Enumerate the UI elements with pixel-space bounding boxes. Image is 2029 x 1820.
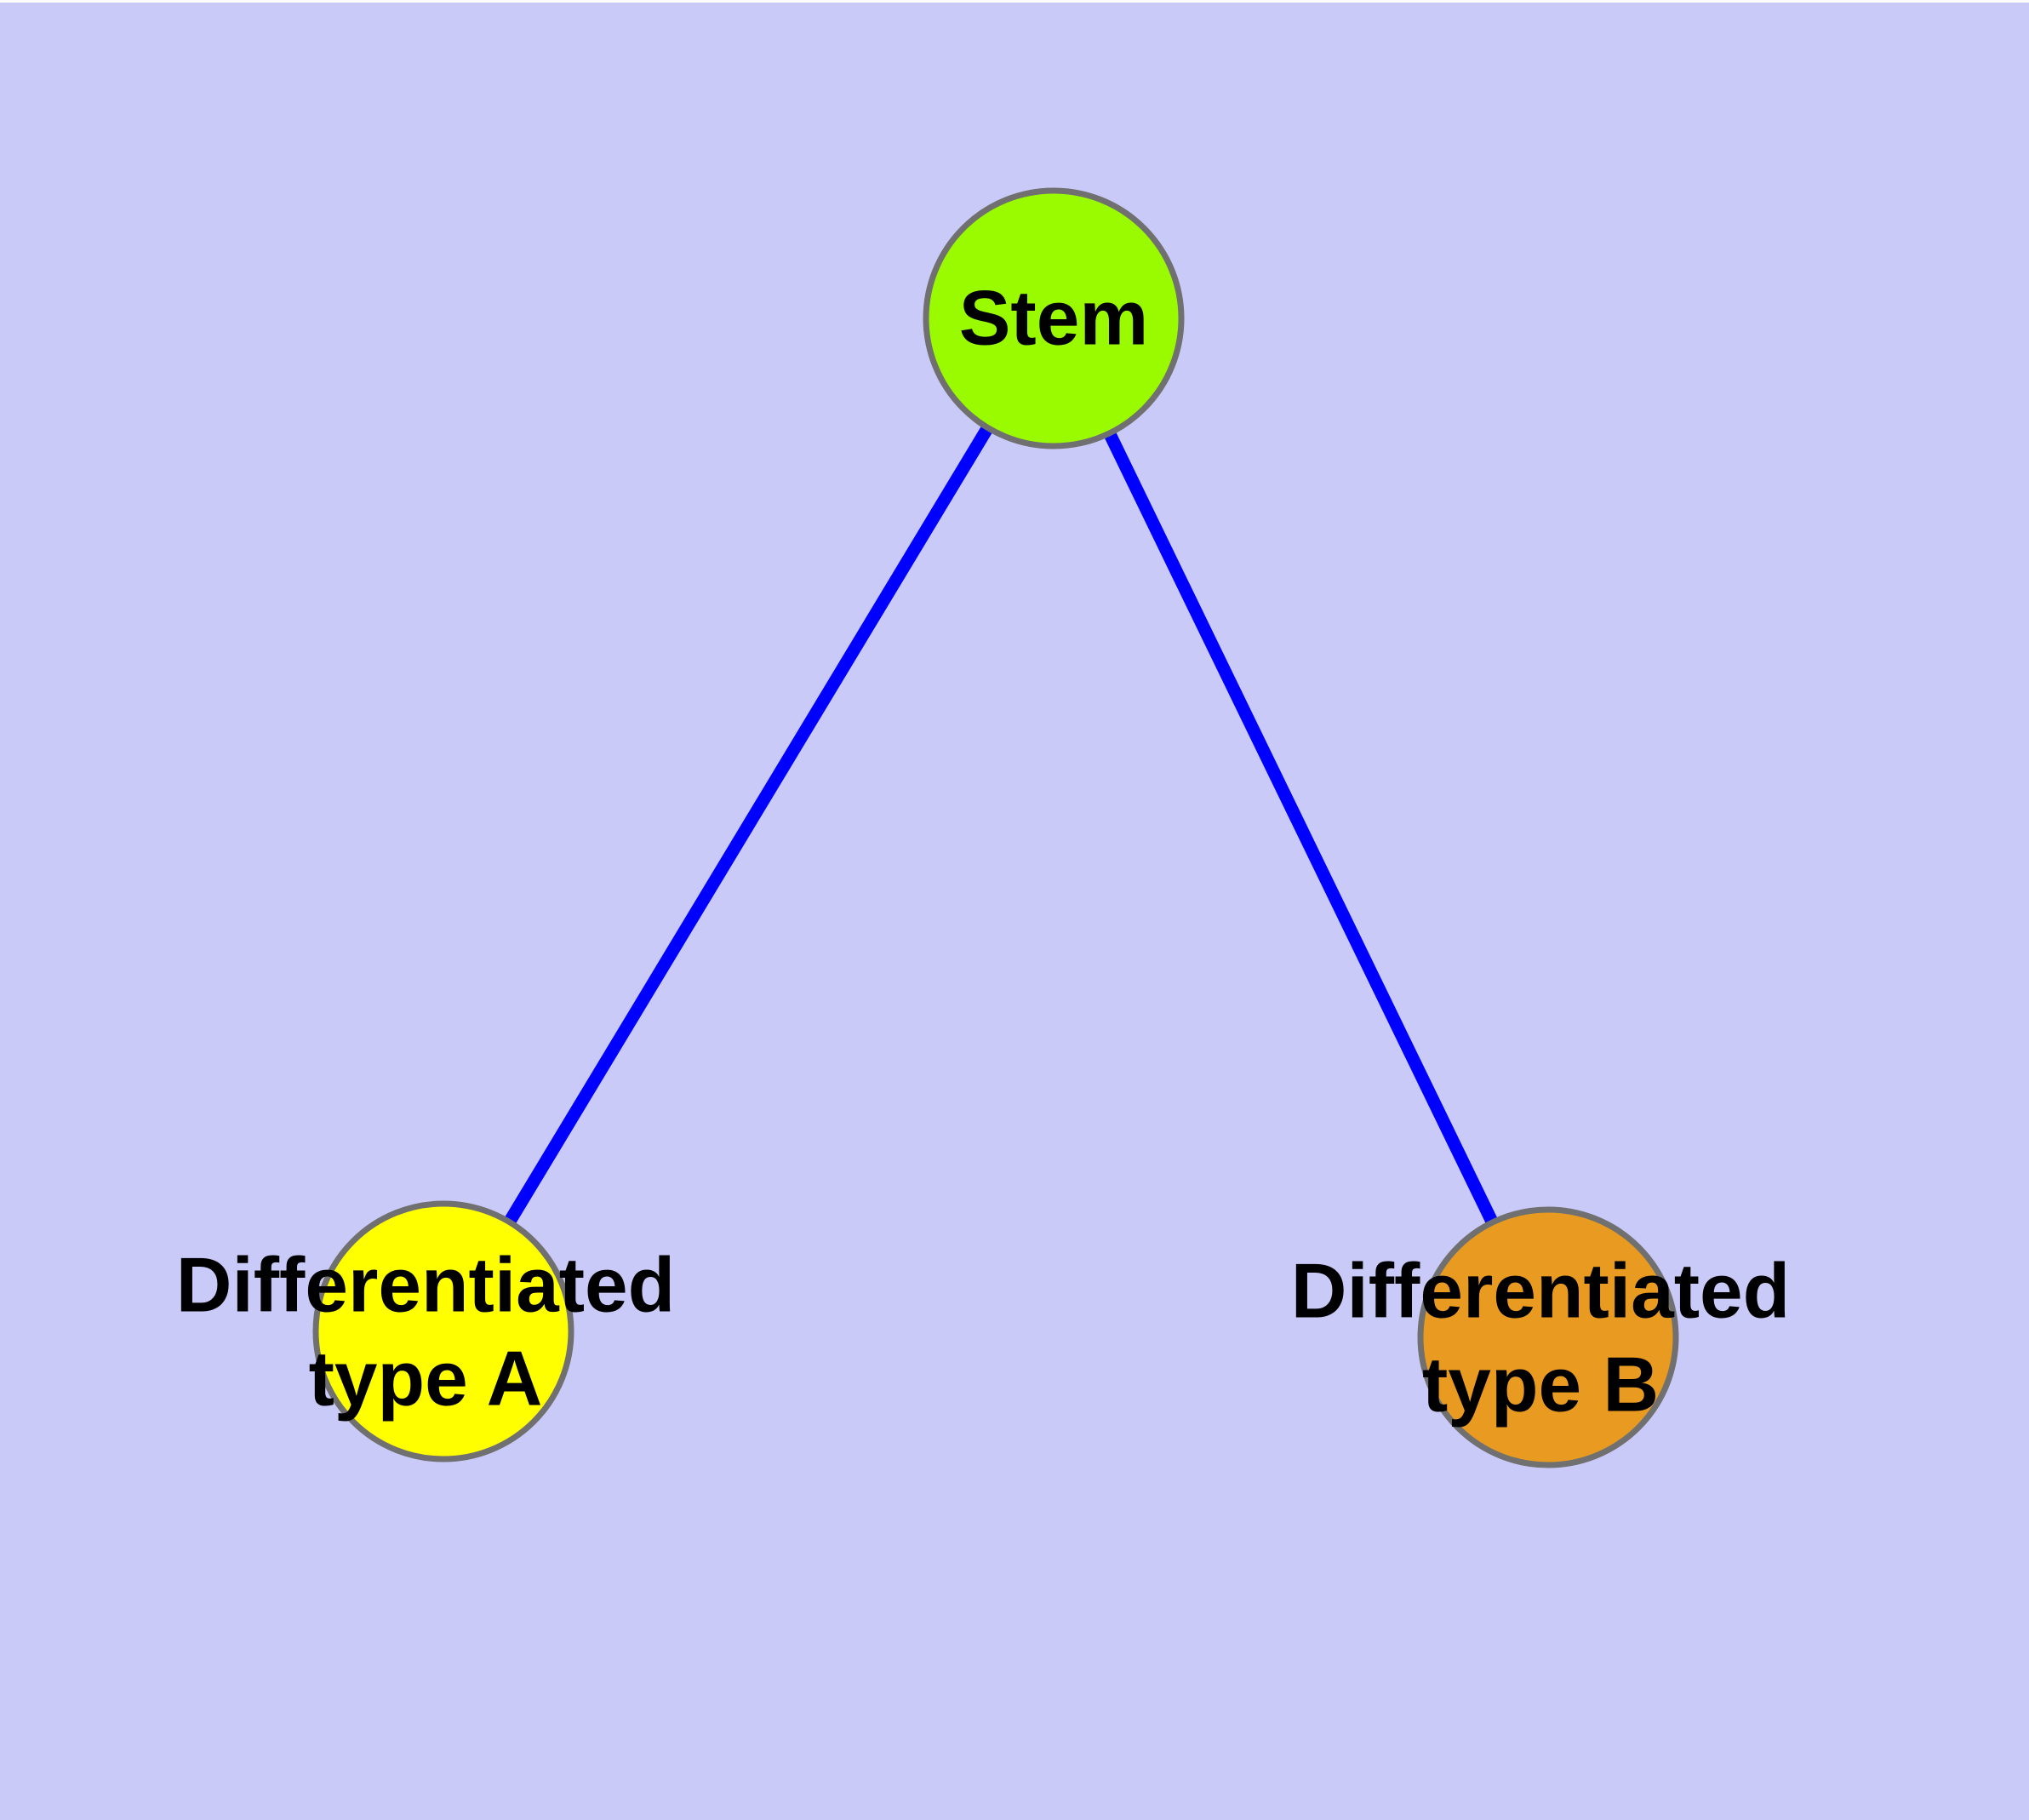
node-stem-label: Stem bbox=[959, 276, 1149, 362]
node-type-a-circle bbox=[312, 1200, 574, 1462]
edge-stem-to-type-b bbox=[1048, 315, 1554, 1341]
page-top-strip bbox=[0, 0, 2029, 3]
node-type-a-label-line2: type A bbox=[309, 1336, 543, 1422]
node-type-b-label-line2: type B bbox=[1422, 1342, 1659, 1428]
edge-stem-to-type-a bbox=[437, 315, 1060, 1335]
node-stem-circle bbox=[923, 187, 1185, 449]
node-type-b-circle bbox=[1417, 1206, 1679, 1468]
node-type-a-label-line1: Differentiated bbox=[176, 1243, 676, 1329]
node-type-b-label-line1: Differentiated bbox=[1291, 1249, 1791, 1335]
